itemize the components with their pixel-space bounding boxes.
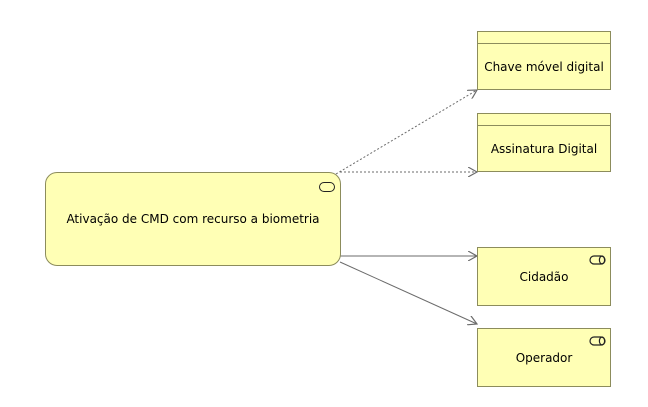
relation-service-to-chave <box>335 90 477 175</box>
business-object-label: Chave móvel digital <box>484 59 604 74</box>
business-service-label: Ativação de CMD com recurso a biometria <box>66 212 320 226</box>
business-object-header <box>478 32 610 44</box>
business-role-cidadao[interactable]: Cidadão <box>477 247 611 306</box>
business-role-operador[interactable]: Operador <box>477 328 611 387</box>
business-object-label: Assinatura Digital <box>490 141 598 156</box>
business-role-label: Operador <box>515 350 573 365</box>
business-role-icon <box>589 336 606 346</box>
business-object-chave[interactable]: Chave móvel digital <box>477 31 611 90</box>
business-role-label: Cidadão <box>519 269 569 284</box>
business-service-icon <box>319 182 335 192</box>
business-service-node[interactable]: Ativação de CMD com recurso a biometria <box>45 172 341 266</box>
business-role-icon <box>589 255 606 265</box>
business-object-header <box>478 114 610 126</box>
business-object-assinatura[interactable]: Assinatura Digital <box>477 113 611 172</box>
relation-service-to-operador <box>339 261 477 324</box>
